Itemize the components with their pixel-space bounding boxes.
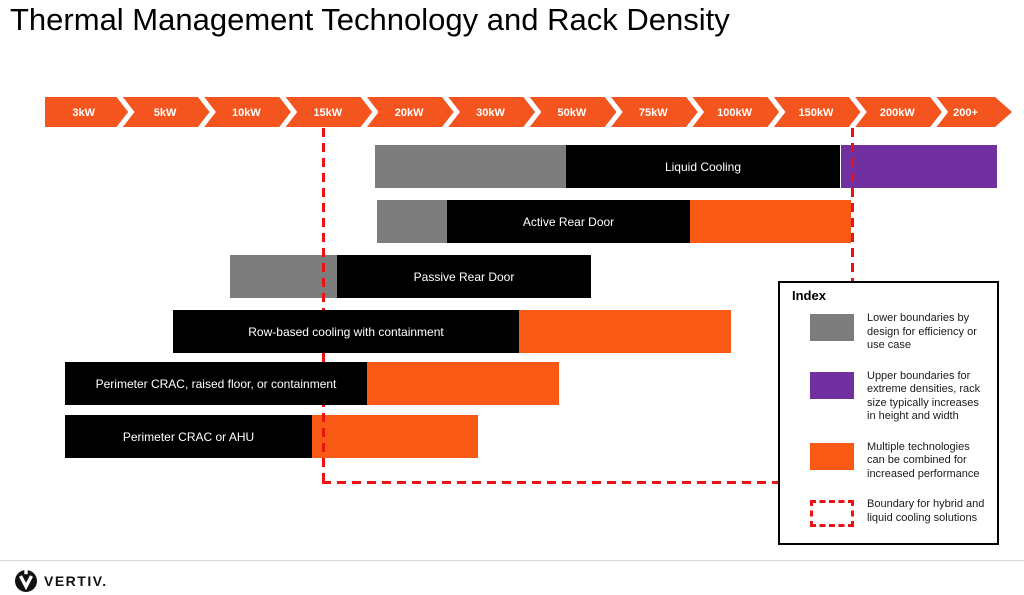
vertiv-logo: VERTIV. — [15, 570, 108, 592]
axis-label: 75kW — [639, 107, 668, 119]
density-axis-svg: 3kW 5kW 10kW 15kW 20kW 30kW 50kW 75kW 100kW 150kW… — [45, 92, 1012, 132]
axis-chevron-separator-icon — [278, 92, 298, 132]
legend-item-text: Lower boundaries by design for efficienc… — [867, 312, 977, 351]
bar-label: Liquid Cooling — [664, 159, 742, 174]
axis-chevron-separator-icon — [603, 92, 623, 132]
page-title: Thermal Management Technology and Rack D… — [10, 2, 730, 37]
legend-item-combined-technologies: Multiple technologies can be combined fo… — [792, 441, 989, 482]
vertiv-logo-icon — [15, 570, 37, 592]
bar-label: Active Rear Door — [522, 214, 615, 229]
legend-index-box: Index Lower boundaries by design for eff… — [778, 281, 999, 545]
axis-label: 100kW — [717, 107, 752, 119]
density-axis: 3kW 5kW 10kW 15kW 20kW 30kW 50kW 75kW 100kW 150kW… — [0, 92, 1024, 132]
bar-label: Perimeter CRAC, raised floor, or contain… — [95, 376, 337, 391]
bar-segment-core: Passive Rear Door — [337, 255, 591, 298]
axis-chevron-separator-icon — [684, 92, 705, 132]
axis-chevron-separator-icon — [847, 92, 867, 132]
axis-chevron-separator-icon — [440, 92, 460, 132]
bar-segment-core: Liquid Cooling — [566, 145, 840, 188]
legend-item-upper-boundaries: Upper boundaries for extreme densities, … — [792, 370, 989, 424]
hybrid-boundary-right-line — [851, 128, 854, 281]
axis-label: 50kW — [557, 107, 586, 119]
dashed-red-boundary-swatch-icon — [810, 500, 854, 527]
bar-label: Perimeter CRAC or AHU — [122, 429, 255, 444]
gray-swatch-icon — [810, 314, 854, 341]
axis-label: 150kW — [799, 107, 834, 119]
bar-segment-core: Active Rear Door — [447, 200, 690, 243]
bar-segment-combined — [312, 415, 478, 458]
bar-segment-upper-boundary — [841, 145, 997, 188]
axis-chevron-separator-icon — [929, 92, 949, 132]
axis-label: 3kW — [72, 107, 95, 119]
axis-chevron-separator-icon — [359, 92, 379, 132]
axis-label: 200kW — [880, 107, 915, 119]
legend-item-lower-boundaries: Lower boundaries by design for efficienc… — [792, 312, 989, 353]
axis-chevron-separator-icon — [196, 92, 216, 132]
axis-label: 5kW — [154, 107, 177, 119]
axis-label: 200+ — [953, 107, 978, 119]
bar-segment-core: Row-based cooling with containment — [173, 310, 519, 353]
bar-segment-lower-boundary — [375, 145, 566, 188]
legend-item-text: Multiple technologies can be combined fo… — [867, 440, 980, 480]
bar-segment-core: Perimeter CRAC, raised floor, or contain… — [65, 362, 367, 405]
hybrid-boundary-left-line — [322, 128, 325, 484]
axis-label: 20kW — [395, 107, 424, 119]
hybrid-boundary-bottom-line — [322, 481, 778, 484]
footer-divider — [0, 560, 1024, 561]
axis-chevron-separator-icon — [766, 92, 786, 132]
bar-segment-core: Perimeter CRAC or AHU — [65, 415, 312, 458]
legend-title: Index — [792, 288, 826, 303]
bar-segment-combined — [519, 310, 731, 353]
bar-segment-lower-boundary — [377, 200, 447, 243]
axis-label: 30kW — [476, 107, 505, 119]
orange-swatch-icon — [810, 442, 854, 470]
legend-item-text: Upper boundaries for extreme densities, … — [867, 369, 981, 423]
purple-swatch-icon — [810, 371, 854, 399]
bar-segment-combined — [690, 200, 851, 243]
axis-chevron-separator-icon — [115, 92, 135, 132]
bar-segment-lower-boundary — [230, 255, 337, 298]
legend-item-text: Boundary for hybrid and liquid cooling s… — [867, 498, 985, 524]
bar-label: Passive Rear Door — [413, 269, 515, 284]
bar-label: Row-based cooling with containment — [248, 324, 444, 339]
bar-segment-combined — [367, 362, 559, 405]
legend-item-hybrid-boundary: Boundary for hybrid and liquid cooling s… — [792, 498, 989, 527]
axis-label: 10kW — [232, 107, 261, 119]
axis-label: 15kW — [313, 107, 342, 119]
axis-chevron-separator-icon — [522, 92, 542, 132]
vertiv-wordmark: VERTIV. — [44, 573, 108, 589]
